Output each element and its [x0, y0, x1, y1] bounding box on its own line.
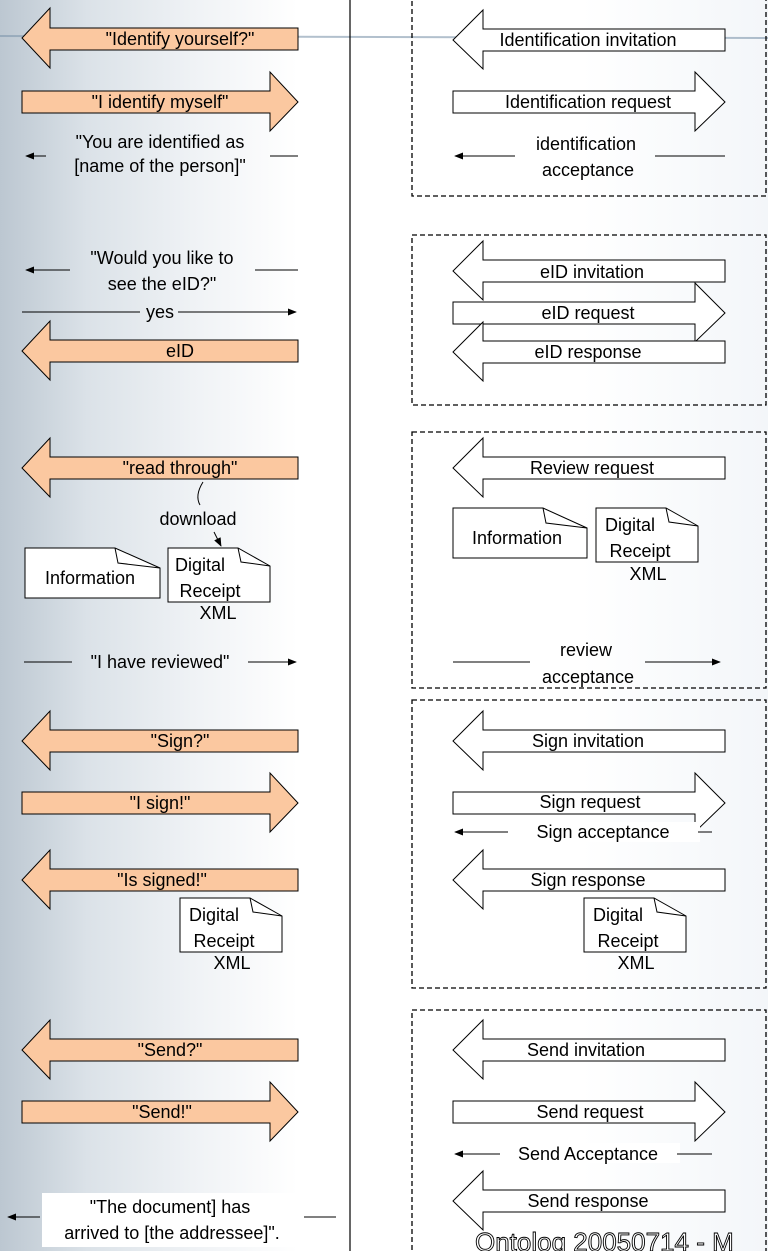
- sign-accept-label: Sign acceptance: [536, 822, 669, 842]
- sign-invitation-arrow: [452, 709, 726, 772]
- sign-request-label: Sign request: [539, 792, 640, 812]
- receipt-2-line2: Receipt: [193, 931, 254, 951]
- eid-label: eID: [166, 341, 194, 361]
- receipt-document-right-1: [595, 507, 699, 563]
- eid-invitation-arrow: [452, 239, 726, 302]
- identification-group-box: [411, 0, 767, 197]
- read-through-arrow: [21, 436, 299, 499]
- download-connector: [197, 481, 204, 506]
- send-question-arrow: [21, 1018, 299, 1081]
- send-response-arrow: [452, 1169, 726, 1232]
- reviewed-label: "I have reviewed": [91, 652, 230, 672]
- eid-invitation-label: eID invitation: [540, 262, 644, 282]
- send-accept-label: Send Acceptance: [518, 1144, 658, 1164]
- sign-invitation-label: Sign invitation: [532, 731, 644, 751]
- review-accept-line2: acceptance: [542, 667, 634, 687]
- review-accept-line1: review: [560, 640, 613, 660]
- information-label: Information: [45, 568, 135, 588]
- receipt-right-2-xml: XML: [617, 953, 654, 973]
- identified-as-line1: "You are identified as: [76, 132, 245, 152]
- receipt-right-2-line1: Digital: [593, 905, 643, 925]
- would-like-line2: see the eID?": [108, 274, 216, 294]
- read-through-label: "read through": [123, 458, 238, 478]
- receipt-1-xml: XML: [199, 603, 236, 623]
- identify-myself-arrow: [21, 70, 299, 133]
- would-like-line1: "Would you like to: [90, 248, 233, 268]
- receipt-document-1: [167, 547, 271, 603]
- receipt-right-1-line1: Digital: [605, 515, 655, 535]
- sign-question-label: "Sign?": [151, 731, 210, 751]
- arrived-line2: arrived to [the addressee]".: [64, 1223, 280, 1243]
- send-label: "Send!": [132, 1102, 192, 1122]
- send-invitation-arrow: [452, 1018, 726, 1081]
- receipt-1-line2: Receipt: [179, 581, 240, 601]
- review-request-label: Review request: [530, 458, 654, 478]
- receipt-2-line1: Digital: [189, 905, 239, 925]
- send-question-label: "Send?": [138, 1040, 203, 1060]
- sign-group-box: [411, 699, 767, 989]
- download-arrow: [213, 531, 222, 547]
- review-request-arrow: [452, 436, 726, 499]
- i-sign-arrow: [21, 771, 299, 834]
- id-request-label: Identification request: [505, 92, 671, 112]
- eid-response-arrow: [452, 320, 726, 383]
- yes-label: yes: [146, 302, 174, 322]
- id-accept-line2: acceptance: [542, 160, 634, 180]
- sign-request-arrow: [452, 771, 726, 834]
- arrived-line1: "The document] has: [90, 1197, 250, 1217]
- identify-question-label: "Identify yourself?": [106, 29, 255, 49]
- receipt-2-xml: XML: [213, 953, 250, 973]
- information-document-right: [452, 507, 588, 559]
- send-arrow: [21, 1080, 299, 1143]
- footer-text: Ontolog 20050714 - M: [475, 1227, 734, 1251]
- receipt-document-2: [179, 897, 283, 953]
- sign-response-arrow: [452, 848, 726, 911]
- send-request-label: Send request: [536, 1102, 643, 1122]
- eid-request-label: eID request: [541, 303, 634, 323]
- identify-myself-label: "I identify myself": [92, 92, 229, 112]
- id-invitation-label: Identification invitation: [499, 30, 676, 50]
- id-request-arrow: [452, 70, 726, 133]
- sign-response-label: Sign response: [530, 870, 645, 890]
- eid-request-arrow: [452, 281, 726, 344]
- sign-question-arrow: [21, 709, 299, 772]
- receipt-right-1-xml: XML: [629, 564, 666, 584]
- review-group-box: [411, 431, 767, 689]
- eid-group-box: [411, 234, 767, 406]
- send-invitation-label: Send invitation: [527, 1040, 645, 1060]
- send-response-label: Send response: [527, 1191, 648, 1211]
- id-invitation-arrow: [452, 8, 726, 71]
- information-right-label: Information: [472, 528, 562, 548]
- eid-arrow: [21, 319, 299, 382]
- receipt-right-1-line2: Receipt: [609, 541, 670, 561]
- is-signed-arrow: [21, 848, 299, 911]
- arrived-text-box: [42, 1193, 304, 1247]
- id-accept-line1: identification: [536, 134, 636, 154]
- is-signed-label: "Is signed!": [117, 870, 207, 890]
- receipt-1-line1: Digital: [175, 555, 225, 575]
- information-document: [24, 547, 161, 599]
- send-group-box: [411, 1009, 767, 1251]
- eid-response-label: eID response: [534, 342, 641, 362]
- i-sign-label: "I sign!": [130, 793, 191, 813]
- receipt-document-right-2: [583, 897, 687, 953]
- receipt-right-2-line2: Receipt: [597, 931, 658, 951]
- identify-question-arrow: [21, 6, 299, 70]
- download-label: download: [159, 509, 236, 529]
- send-request-arrow: [452, 1080, 726, 1143]
- identified-as-line2: [name of the person]": [74, 156, 246, 176]
